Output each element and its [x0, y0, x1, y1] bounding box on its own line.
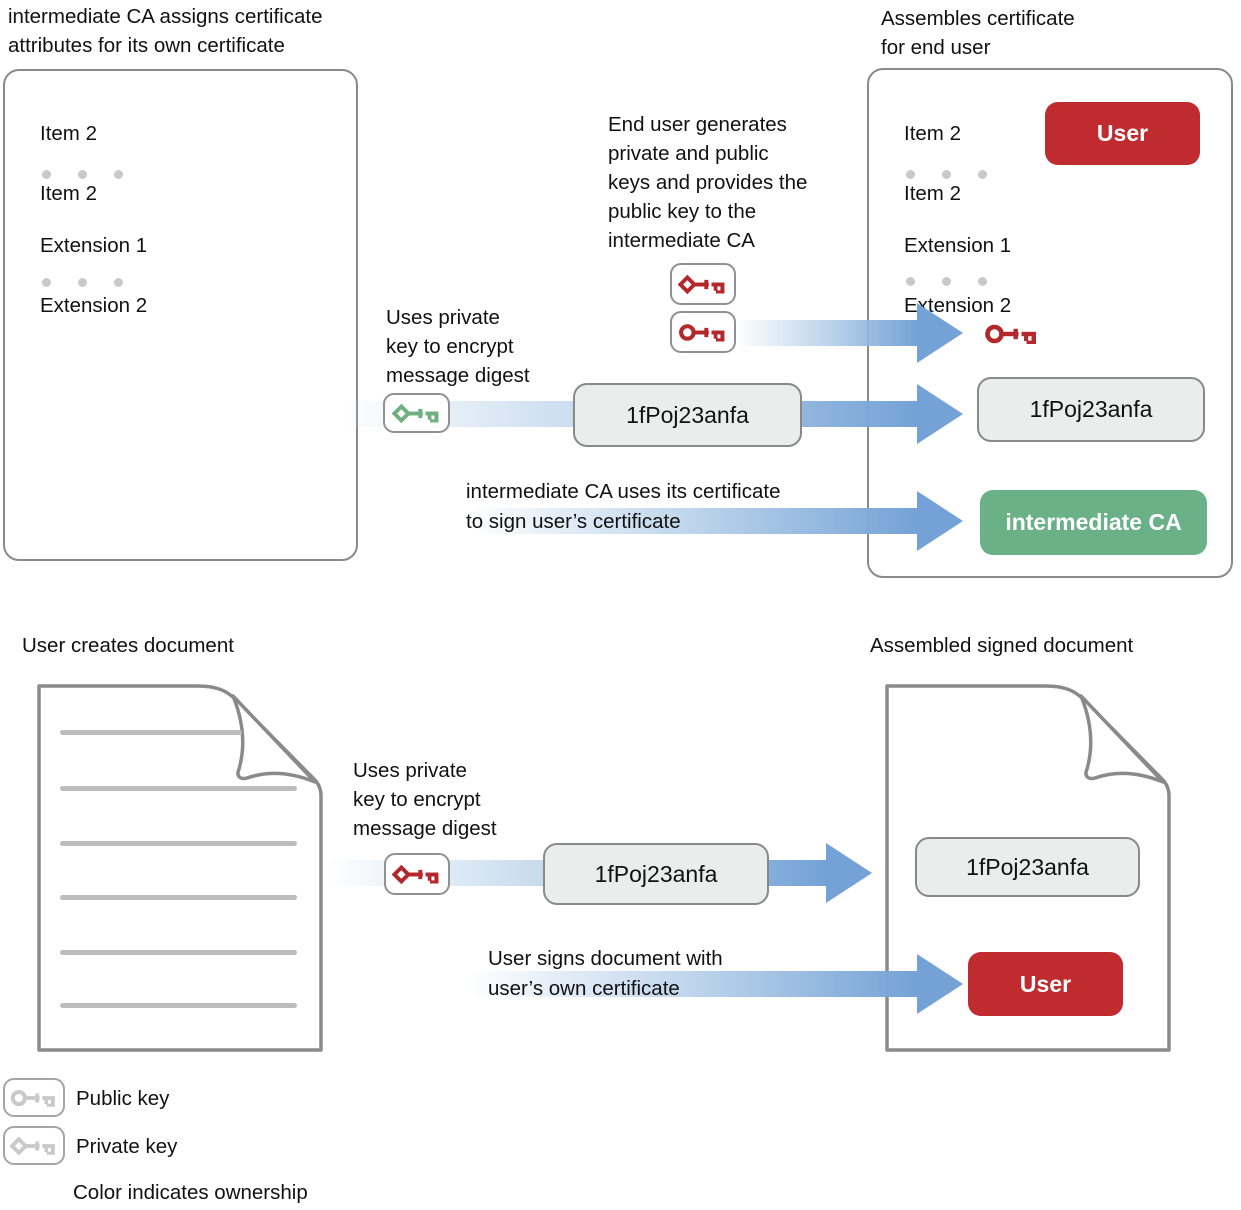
user-public-key-chip — [670, 311, 736, 353]
public-key-icon — [678, 319, 728, 346]
message-digest-box: 1fPoj23anfa — [573, 383, 802, 447]
arrow-sign-band — [470, 508, 917, 534]
arrow-public-key-head — [917, 303, 963, 363]
private-key-icon — [678, 275, 727, 295]
certificate-item: Item 2 — [904, 122, 961, 145]
message-digest-box: 1fPoj23anfa — [915, 837, 1140, 897]
private-key-icon — [391, 404, 440, 424]
legend-private-key-chip — [3, 1126, 65, 1165]
user-badge: User — [968, 952, 1123, 1016]
private-key-icon — [10, 1136, 57, 1157]
user-private-key-chip — [670, 263, 736, 305]
user-private-key-chip — [384, 853, 450, 895]
ellipsis-dots-icon — [42, 170, 123, 179]
legend-public-key-label: Public key — [76, 1087, 170, 1110]
ellipsis-dots-icon — [906, 277, 987, 286]
document-icon — [37, 684, 323, 1052]
left-card-title: intermediate CA assigns certificate attr… — [8, 5, 323, 57]
ca-private-key-chip — [383, 393, 450, 433]
intermediate-ca-badge: intermediate CA — [980, 490, 1207, 555]
end-user-keys-note: End user generates private and public ke… — [608, 113, 808, 252]
arrow-sign-head — [917, 954, 963, 1014]
certificate-items: Item 2 Item 2 — [904, 89, 961, 239]
certificate-extension: Extension 2 — [40, 294, 148, 317]
certificate-item: Item 2 — [40, 122, 97, 145]
doc-title: User creates document — [22, 634, 234, 657]
arrow-sign-band — [470, 971, 917, 997]
intermediate-ca-certificate-card: Item 2 Item 2 Extension 1 Extension 2 — [3, 69, 358, 561]
certificate-item: Item 2 — [904, 182, 961, 205]
ellipsis-dots-icon — [42, 278, 123, 287]
signed-doc-title: Assembled signed document — [870, 634, 1134, 657]
certificate-extension: Extension 1 — [40, 234, 148, 257]
user-sign-note: User signs document with user’s own cert… — [488, 947, 723, 1000]
arrow-sign-head — [917, 491, 963, 551]
arrow-digest-head — [826, 843, 872, 903]
encrypt-note-top: Uses private key to encrypt message dige… — [386, 306, 530, 387]
arrow-digest-head — [917, 384, 963, 444]
legend-private-key-label: Private key — [76, 1135, 178, 1158]
right-card-title: Assembles certificate for end user — [881, 7, 1075, 59]
certificate-items: Item 2 Item 2 — [40, 89, 97, 239]
certificate-item: Item 2 — [40, 182, 97, 205]
certificate-extensions: Extension 1 Extension 2 — [40, 201, 147, 351]
arrow-public-key-band — [737, 320, 917, 346]
certificate-extension: Extension 1 — [904, 234, 1012, 257]
ca-sign-note: intermediate CA uses its certificate to … — [466, 480, 781, 533]
public-key-icon — [984, 319, 1040, 349]
message-digest-box: 1fPoj23anfa — [977, 377, 1205, 442]
legend-ownership-note: Color indicates ownership — [73, 1181, 308, 1204]
user-badge: User — [1045, 102, 1200, 165]
message-digest-box: 1fPoj23anfa — [543, 843, 769, 905]
encrypt-note-bottom: Uses private key to encrypt message dige… — [353, 759, 497, 840]
legend-public-key-chip — [3, 1078, 65, 1117]
private-key-icon — [392, 865, 441, 885]
ellipsis-dots-icon — [906, 170, 987, 179]
public-key-icon — [10, 1089, 57, 1109]
